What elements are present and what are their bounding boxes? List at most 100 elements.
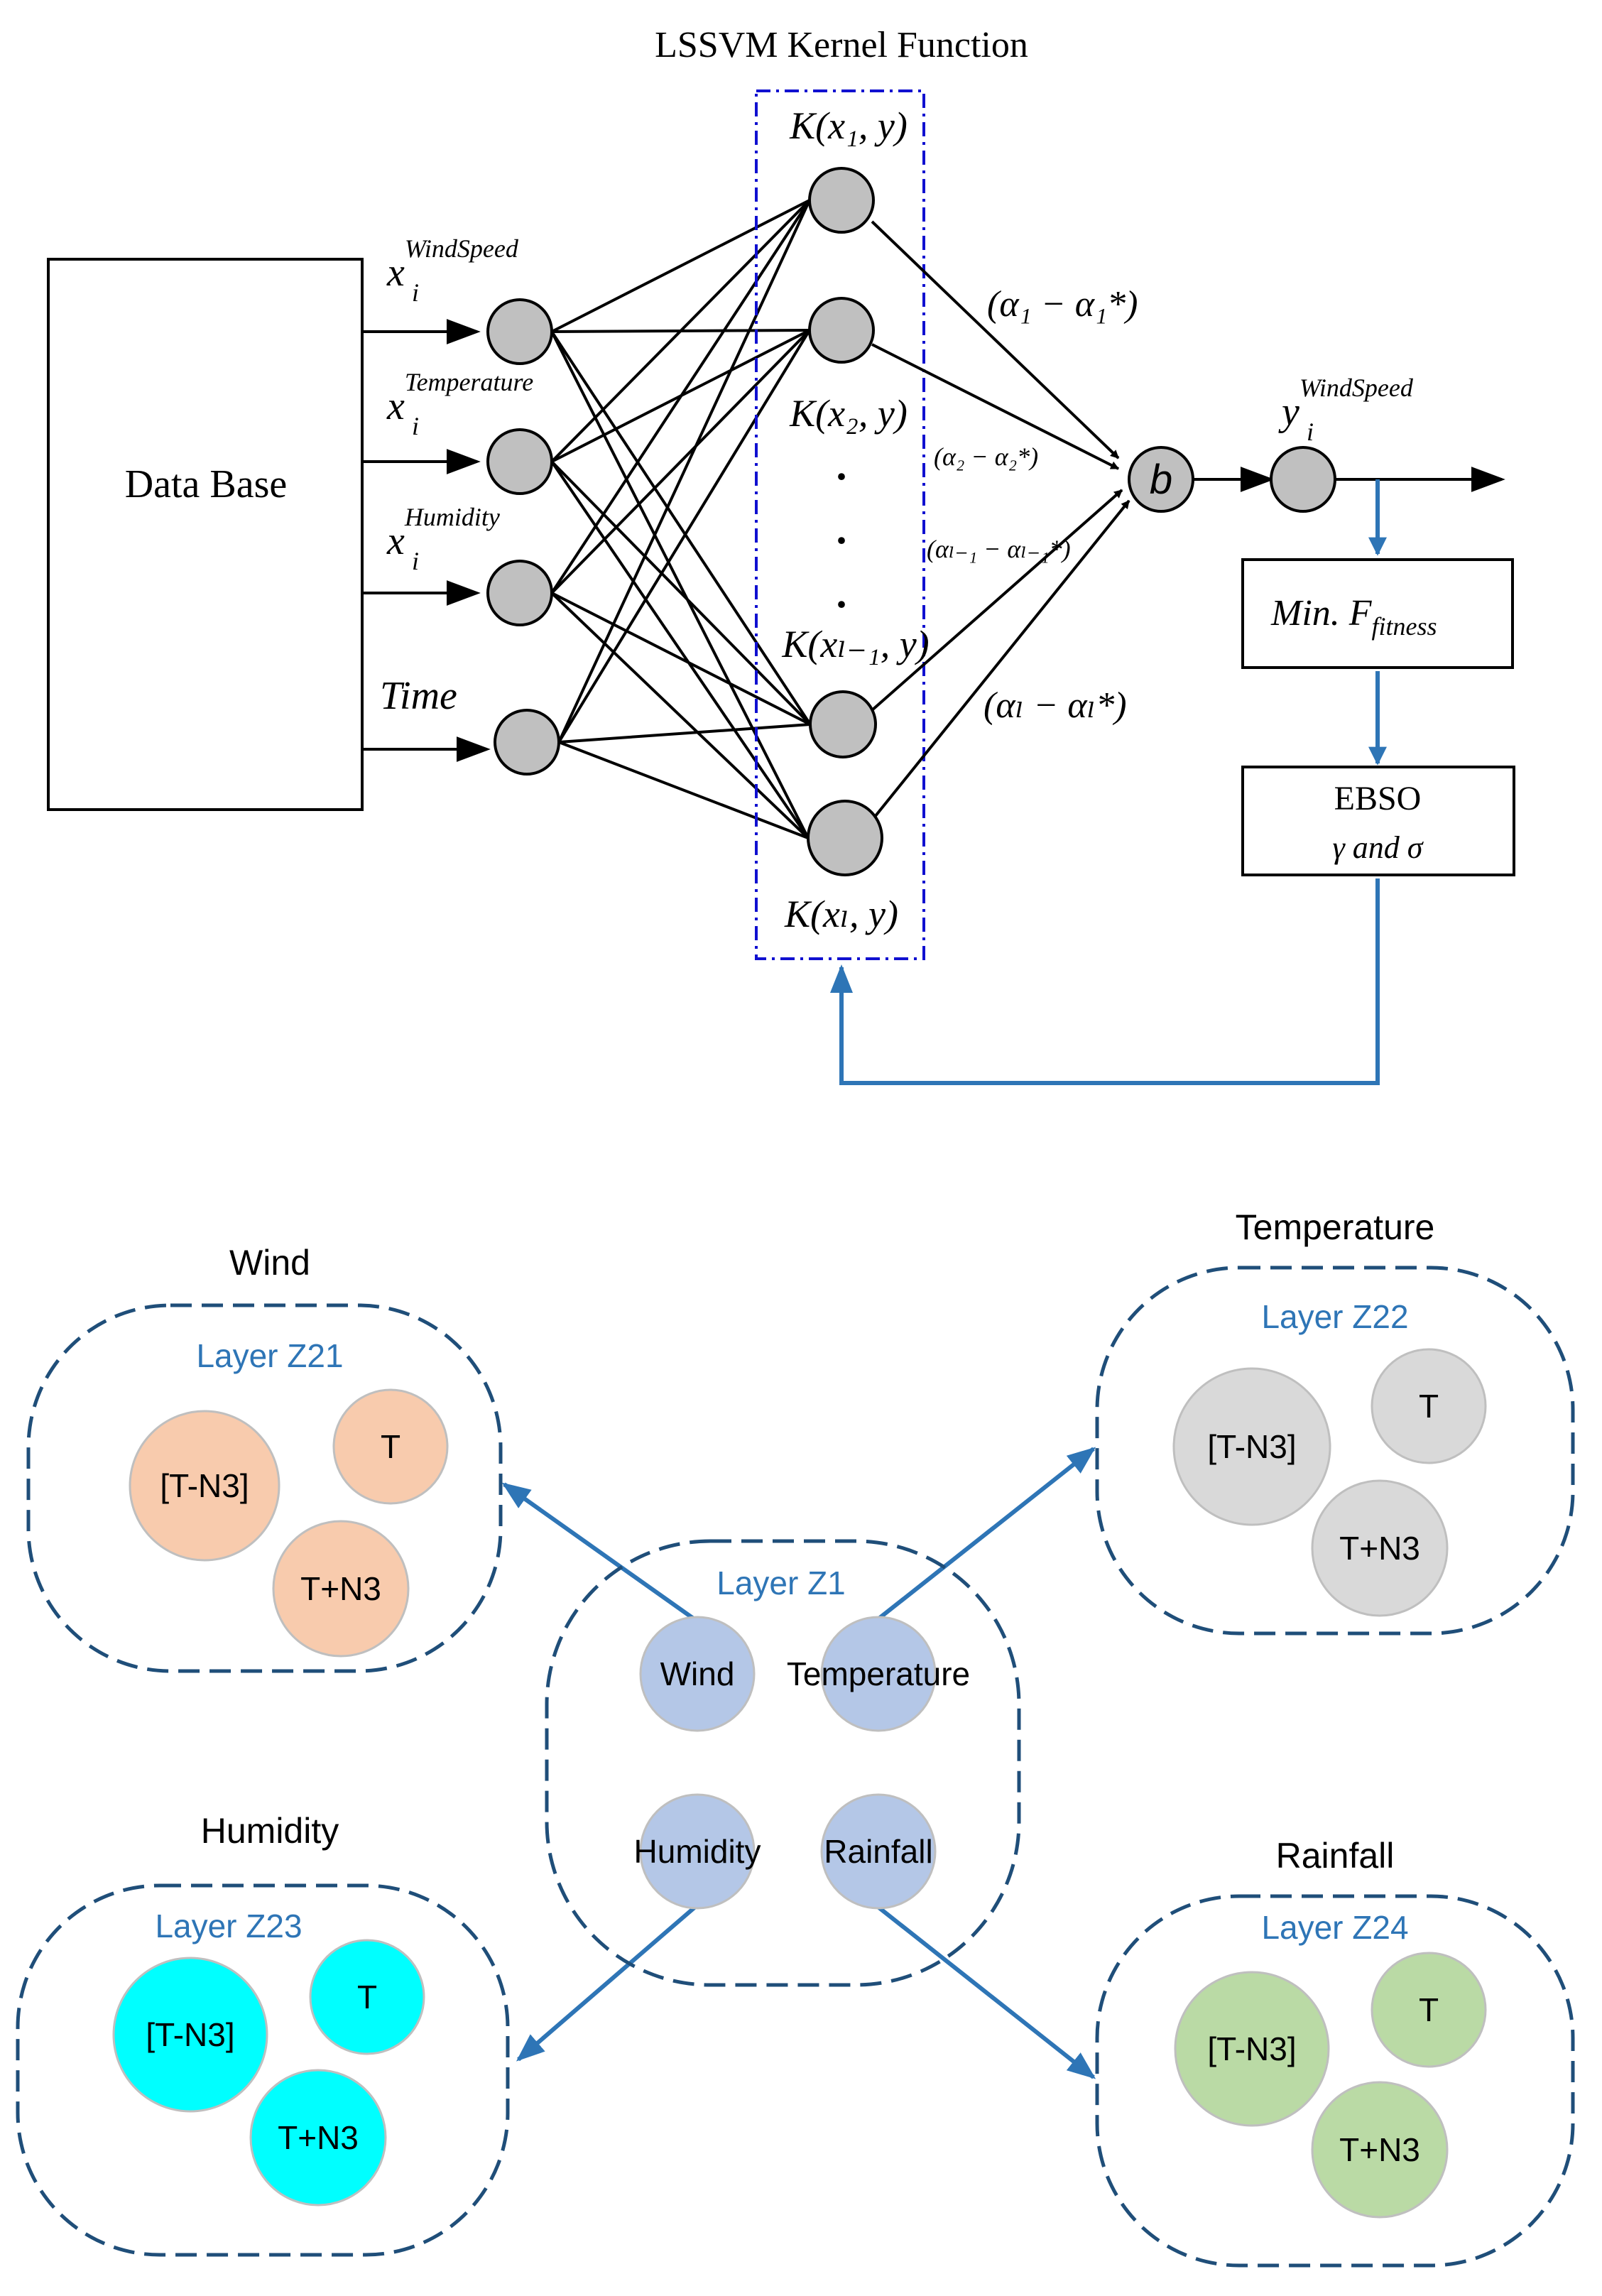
center-node-wind-label: Wind <box>660 1655 735 1692</box>
kernel-labels: K(x₁, y) K(x₂, y) K(xₗ₋₁, y) K(xₗ, y) <box>781 104 929 935</box>
weight-line-1 <box>871 220 1120 459</box>
edge-input-2-kernel-3 <box>550 460 812 726</box>
ebso-line2: γ and σ <box>1332 830 1424 865</box>
layer-diagram: Wind Temperature Humidity Rainfall Layer… <box>16 1207 1575 2268</box>
humidity-group-title: Humidity <box>201 1811 339 1851</box>
fitness-box <box>1241 558 1514 669</box>
wind-group-title: Wind <box>229 1243 310 1283</box>
wind-node-t-n3-label: [T-N3] <box>160 1467 249 1504</box>
center-node-wind <box>639 1616 756 1732</box>
edge-input-4-kernel-4 <box>558 741 809 839</box>
center-node-temperature <box>820 1616 937 1732</box>
temperature-layer-box <box>1095 1266 1575 1636</box>
input-node-humidity <box>486 560 553 626</box>
center-node-labels: Wind Temperature Humidity Rainfall <box>634 1655 971 1870</box>
center-node-humidity-label: Humidity <box>634 1833 761 1870</box>
arrow-to-rainfall-layer <box>872 1901 1096 2079</box>
weight-labels: (α₁ − α₁*) (α₂ − α₂*) (αₗ₋₁ − αₗ₋₁*) (αₗ… <box>927 284 1138 726</box>
wind-layer-label: Layer Z21 <box>196 1337 343 1374</box>
layer-arrows <box>501 1447 1096 2079</box>
center-node-rainfall <box>820 1793 937 1910</box>
group-boxes <box>16 1266 1575 2268</box>
input-node-windspeed <box>486 298 553 365</box>
kernel-node-2 <box>808 297 875 364</box>
edge-input-3-kernel-3 <box>551 592 811 726</box>
kernel-node-l-1 <box>809 690 877 758</box>
kernel-node-l <box>807 800 883 876</box>
rainfall-group-title: Rainfall <box>1276 1836 1395 1876</box>
edge-input-3-kernel-4 <box>550 592 810 839</box>
kernel-label-l: K(xₗ, y) <box>784 893 898 935</box>
edge-input-3-kernel-2 <box>550 329 811 594</box>
temperature-node-t-n3 <box>1172 1367 1331 1526</box>
weight-label-4: (αₗ − αₗ*) <box>983 685 1127 726</box>
weight-line-4 <box>873 499 1130 818</box>
edge-input-4-kernel-1 <box>557 200 811 743</box>
group-node-labels: [T-N3] T T+N3 [T-N3] T T+N3 [T-N3] T T+N… <box>146 1388 1439 2168</box>
edge-input-2-kernel-1 <box>550 199 811 463</box>
rainfall-nodes <box>1174 1952 1487 2219</box>
humidity-layer-label: Layer Z23 <box>155 1908 302 1944</box>
kernel-label-1: K(x₁, y) <box>789 104 908 147</box>
ellipsis-dot-1: . <box>837 442 847 489</box>
temperature-layer-label: Layer Z22 <box>1261 1298 1408 1335</box>
temperature-nodes <box>1172 1348 1487 1617</box>
humidity-node-t-n3 <box>112 1957 268 2113</box>
ellipsis-dot-3: . <box>837 570 847 616</box>
edge-input-4-kernel-3 <box>558 723 811 744</box>
temperature-group-title: Temperature <box>1236 1207 1435 1247</box>
rainfall-node-t-n3 <box>1174 1971 1330 2127</box>
rainfall-layer-box <box>1095 1894 1575 2268</box>
kernel-label-2: K(x₂, y) <box>789 392 908 435</box>
arrow-to-humidity-layer <box>516 1901 701 2062</box>
temperature-node-t <box>1371 1348 1487 1464</box>
humidity-node-t-plus-n3 <box>249 2069 387 2207</box>
ebso-line1: EBSO <box>1334 780 1422 817</box>
edge-input-1-kernel-4 <box>550 331 810 839</box>
rainfall-node-t-plus-n3-label: T+N3 <box>1339 2131 1420 2168</box>
center-layer-label: Layer Z1 <box>716 1565 846 1601</box>
wind-nodes <box>129 1388 449 1658</box>
ellipsis-dots: . . . <box>837 442 847 616</box>
temperature-node-t-plus-n3-label: T+N3 <box>1339 1530 1420 1567</box>
arrow-to-temperature-layer <box>872 1447 1096 1625</box>
weight-line-2 <box>871 343 1120 470</box>
input-kernel-connections <box>550 199 812 839</box>
weight-label-1: (α₁ − α₁*) <box>987 284 1138 325</box>
edge-input-2-kernel-4 <box>550 460 810 839</box>
kernel-box <box>755 89 925 960</box>
database-label: Data Base <box>125 462 288 506</box>
input-nodes <box>486 298 560 776</box>
rainfall-node-t-n3-label: [T-N3] <box>1207 2030 1296 2067</box>
edge-input-4-kernel-2 <box>557 329 811 744</box>
temperature-node-t-n3-label: [T-N3] <box>1207 1428 1296 1465</box>
weight-line-3 <box>871 489 1123 712</box>
feedback-path <box>830 479 1387 1085</box>
edge-input-1-kernel-1 <box>551 199 810 333</box>
weight-connections <box>871 220 1130 818</box>
bias-label: b <box>1150 457 1172 503</box>
kernel-node-1 <box>808 167 875 234</box>
temperature-node-t-plus-n3 <box>1311 1479 1449 1617</box>
kernel-title: LSSVM Kernel Function <box>655 25 1028 65</box>
humidity-layer-box <box>16 1883 510 2257</box>
wind-node-t-plus-n3 <box>272 1520 410 1658</box>
humidity-node-t-label: T <box>357 1979 377 2015</box>
edge-input-1-kernel-3 <box>550 330 812 726</box>
kernel-label-l-1: K(xₗ₋₁, y) <box>781 623 929 665</box>
center-layer-box <box>545 1539 1021 1987</box>
kernel-nodes <box>807 167 883 876</box>
humidity-nodes <box>112 1939 425 2207</box>
input-node-time <box>494 709 560 776</box>
input-node-temperature <box>486 428 553 495</box>
wind-node-t-label: T <box>381 1428 400 1465</box>
ebso-box <box>1241 766 1515 876</box>
humidity-node-t-plus-n3-label: T+N3 <box>278 2119 359 2156</box>
rainfall-layer-label: Layer Z24 <box>1261 1909 1408 1946</box>
ellipsis-dot-2: . <box>837 506 847 553</box>
